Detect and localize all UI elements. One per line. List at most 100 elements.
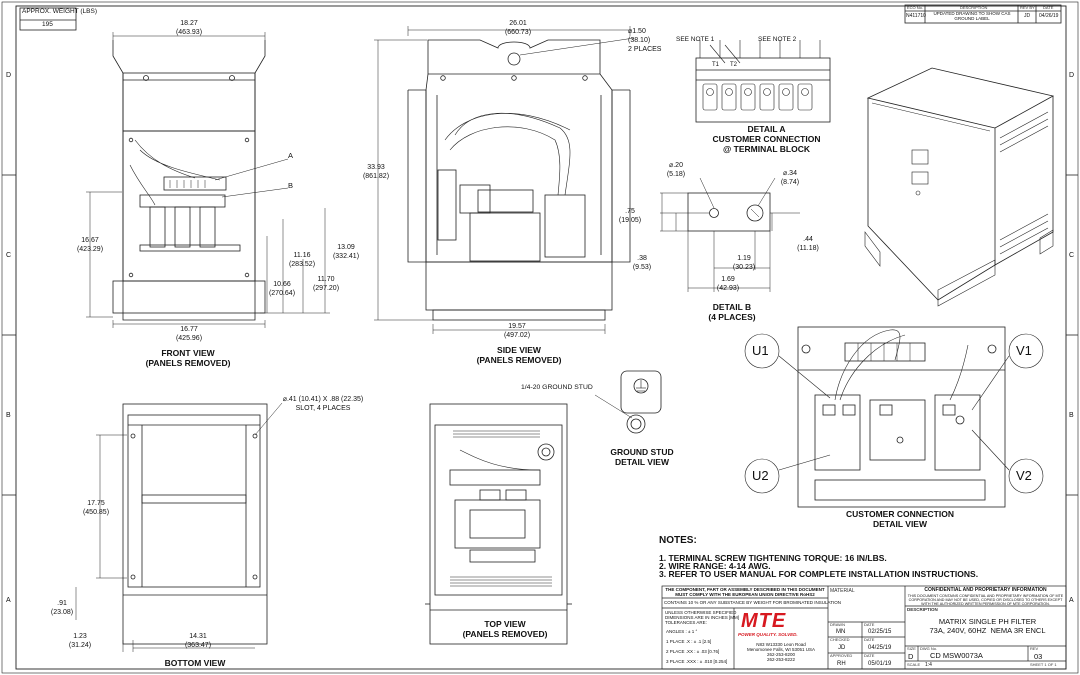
bottom-091-dim: .91 (23.08): [50, 600, 74, 616]
weight-label: APPROX. WEIGHT (LBS): [22, 8, 98, 15]
zone-letter-right-c: C: [1069, 252, 1075, 259]
see-note-1: SEE NOTE 1: [676, 36, 715, 43]
revision-number: 03: [1034, 652, 1043, 661]
checked-date-caption: DATE: [864, 637, 875, 642]
top-view-drawing: [425, 403, 572, 645]
bottom-123-dim: 1.23 (31.24): [68, 633, 92, 649]
front-1116-dim: 11.16 (283.52): [288, 252, 316, 268]
front-height-dim: 16.67 (423.29): [76, 237, 104, 253]
zone-letter-left-c: C: [6, 252, 12, 259]
drawn-date: 02/25/15: [868, 629, 892, 635]
side-view-title: SIDE VIEW (PANELS REMOVED): [476, 345, 562, 365]
contains-note: CONTAINS 10 % OR ANY SUBSTANCE BY WEIGHT…: [664, 600, 841, 605]
detail-a-drawing: [695, 40, 831, 123]
rev-by-header: REV BY: [1020, 5, 1035, 10]
dwg-number-caption: DWG No.: [920, 646, 938, 651]
side-base-dim: 19.57 (497.02): [503, 323, 531, 339]
zone-letter-right-b: B: [1069, 412, 1074, 419]
tolerance-angles: ANGLES : ± 1 °: [666, 629, 698, 634]
ground-stud-drawing: [594, 370, 662, 434]
label-v2: V2: [1016, 468, 1032, 483]
front-base-dim: 16.77 (425.96): [175, 326, 203, 342]
callout-b: B: [288, 181, 294, 190]
front-view-drawing: [86, 32, 330, 328]
customer-connection-drawing: [744, 326, 1044, 508]
drawn-date-caption: DATE: [864, 622, 875, 627]
detail-b-119-dim: 1.19 (30.23): [732, 255, 756, 271]
detail-b-169-dim: 1.69 (42.93): [716, 276, 740, 292]
detail-b-title: DETAIL B (4 PLACES): [708, 302, 756, 322]
label-v1: V1: [1016, 343, 1032, 358]
detail-b-034-dim: ⌀.34 (8.74): [780, 170, 800, 186]
zone-letter-right-d: D: [1069, 72, 1075, 79]
description-caption: DESCRIPTION: [907, 607, 938, 612]
customer-connection-title: CUSTOMER CONNECTION DETAIL VIEW: [846, 509, 954, 529]
note-1: 1. TERMINAL SCREW TIGHTENING TORQUE: 16 …: [659, 553, 887, 563]
slot-dim: ⌀.41 (10.41) X .88 (22.35) SLOT, 4 PLACE…: [282, 396, 364, 412]
detail-b-044-dim: .44 (11.18): [797, 236, 819, 252]
company-address: N83 W13330 Leon Road Menomonee Falls, WI…: [746, 642, 816, 662]
part-description: MATRIX SINGLE PH FILTER 73A, 240V, 60HZ …: [929, 617, 1046, 636]
weight-value: 195: [42, 21, 53, 28]
tolerance-2-place: 2 PLACE .XX : ± .03 [0.76]: [666, 649, 720, 654]
approved-date-caption: DATE: [864, 653, 875, 658]
side-view-drawing: [374, 26, 635, 334]
confidential-heading: CONFIDENTIAL AND PROPRIETARY INFORMATION: [924, 587, 1047, 593]
note-3: 3. REFER TO USER MANUAL FOR COMPLETE INS…: [659, 569, 979, 579]
tolerance-3-place: 3 PLACE .XXX : ± .010 [0.254]: [666, 659, 728, 664]
ground-stud-label: 1/4-20 GROUND STUD: [521, 384, 593, 391]
front-1066-dim: 10.66 (270.64): [268, 281, 296, 297]
approved-date: 05/01/19: [868, 661, 892, 667]
checked-by: JD: [838, 645, 846, 651]
label-u2: U2: [752, 468, 769, 483]
detail-b-075-dim: .75 (19.05): [618, 208, 642, 224]
detail-b-drawing: [660, 177, 800, 292]
terminal-t1: T1: [712, 62, 720, 68]
zone-letter-right-a: A: [1069, 597, 1074, 604]
material-label: MATERIAL: [830, 588, 855, 594]
mte-logo: MTE: [741, 610, 787, 632]
rev-desc: UPDATED DRAWING TO SHOW CAS GROUND LABEL: [933, 11, 1011, 21]
hole-dim: ⌀1.50 (38.10) 2 PLACES: [628, 28, 662, 53]
detail-b-038-dim: .38 (9.53): [632, 255, 652, 271]
terminal-t2: T2: [730, 62, 738, 68]
scale-caption: SCALE: [907, 662, 921, 667]
bottom-height-dim: 17.75 (450.85): [82, 500, 110, 516]
bottom-1431-dim: 14.31 (363.47): [184, 633, 212, 649]
confidential-body: THIS DOCUMENT CONTAINS CONFIDENTIAL AND …: [907, 594, 1064, 607]
zone-letter-left-d: D: [6, 72, 12, 79]
label-u1: U1: [752, 343, 769, 358]
isometric-view-drawing: [864, 67, 1055, 307]
rev-eco-header: ECO No.: [907, 5, 924, 10]
drawn-by: MN: [836, 629, 846, 635]
callout-a: A: [288, 151, 294, 160]
rev-by: JD: [1024, 13, 1031, 19]
notes-heading: NOTES:: [659, 535, 697, 546]
side-height-dim: 33.93 (861.82): [362, 164, 390, 180]
zone-letter-left-a: A: [6, 597, 11, 604]
tolerance-1-place: 1 PLACE .X : ± .1 [2.5]: [666, 639, 712, 644]
checked-caption: CHECKED: [830, 637, 850, 642]
ground-stud-title: GROUND STUD DETAIL VIEW: [610, 447, 674, 467]
scale-value: 1:4: [925, 662, 932, 668]
sheet-size: D: [908, 652, 914, 661]
mte-tagline: POWER QUALITY. SOLVED.: [738, 632, 798, 637]
top-view-title: TOP VIEW (PANELS REMOVED): [462, 619, 548, 639]
approved-caption: APPROVED: [830, 653, 853, 658]
front-1309-dim: 13.09 (332.41): [332, 244, 360, 260]
checked-date: 04/25/19: [868, 645, 892, 651]
bottom-view-title: BOTTOM VIEW: [164, 658, 226, 668]
rohs-compliance: THE COMPONENT, PART OR ASSEMBLY DESCRIBE…: [665, 587, 825, 597]
rev-desc-header: DESCRIPTION: [960, 5, 988, 10]
sheet-number: SHEET 1 OF 1: [1030, 662, 1057, 667]
drawn-caption: DRAWN: [830, 622, 845, 627]
detail-a-title: DETAIL A CUSTOMER CONNECTION @ TERMINAL …: [712, 124, 821, 154]
title-block-grid: [661, 585, 1067, 670]
rev-date: 04/26/19: [1039, 13, 1059, 19]
note-2: 2. WIRE RANGE: 4-14 AWG.: [659, 561, 771, 571]
zone-letter-left-b: B: [6, 412, 11, 419]
rev-caption: REV: [1030, 646, 1039, 651]
rev-eco: N411710: [906, 13, 926, 19]
front-width-dim: 18.27 (463.93): [175, 20, 203, 36]
